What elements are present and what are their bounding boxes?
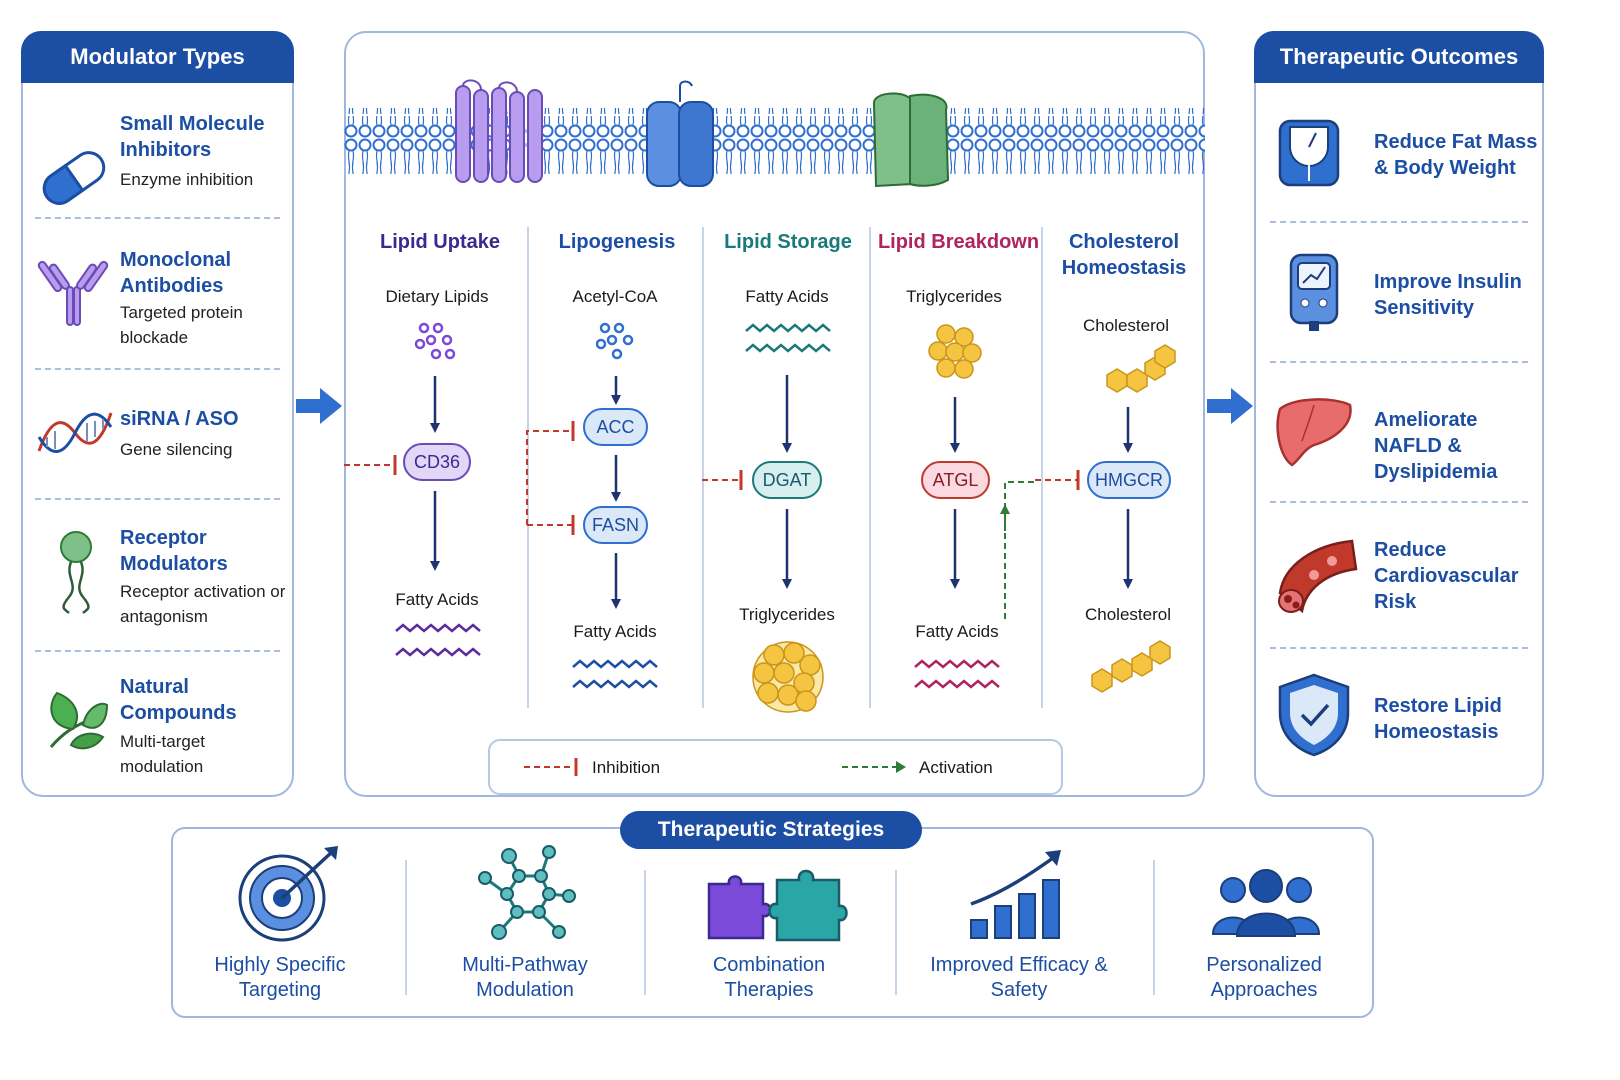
strategy-label: Personalized Approaches	[1206, 954, 1322, 1001]
column-separator	[869, 227, 871, 708]
modulator-title: Monoclonal Antibodies	[120, 249, 232, 297]
modulator-desc: Gene silencing	[120, 440, 233, 459]
legend-activation-label: Activation	[919, 758, 993, 777]
target-icon	[238, 846, 338, 942]
outcome-title: Reduce Cardiovascular Risk	[1374, 539, 1519, 613]
molecule-dots-icon	[414, 322, 456, 360]
column-separator	[1041, 227, 1043, 708]
divider	[1270, 501, 1528, 503]
node-output: Cholesterol	[1085, 605, 1171, 624]
strategy-label: Highly Specific Targeting	[214, 954, 346, 1001]
target-acc: ACC	[583, 408, 648, 446]
column-separator	[405, 860, 407, 995]
target-cd36: CD36	[403, 443, 471, 481]
column-separator	[527, 227, 529, 708]
cell-membrane	[344, 79, 1205, 188]
artery-icon	[1278, 539, 1358, 614]
arrow-right-icon	[1207, 388, 1253, 424]
modulator-types-panel: Modulator Types Small Molecule Inhibitor…	[21, 31, 294, 797]
strategy-label: Multi-Pathway Modulation	[462, 954, 588, 1001]
scale-icon	[1278, 119, 1340, 187]
pathway-title-storage: Lipid Storage	[724, 231, 852, 253]
molecule-dots-icon	[595, 322, 634, 360]
column-separator	[702, 227, 704, 708]
node-input: Fatty Acids	[745, 287, 829, 306]
node-output: Fatty Acids	[573, 622, 657, 641]
target-atgl: ATGL	[921, 461, 990, 499]
modulator-types-header: Modulator Types	[21, 31, 294, 83]
outcome-title: Ameliorate NAFLD & Dyslipidemia	[1374, 409, 1498, 483]
modulator-title: Receptor Modulators	[120, 527, 228, 575]
modulator-desc: Receptor activation or antagonism	[120, 582, 286, 626]
node-input: Dietary Lipids	[385, 287, 489, 306]
outcomes-header: Therapeutic Outcomes	[1254, 31, 1544, 83]
inhibition-legend-icon	[524, 758, 578, 776]
therapeutic-outcomes-panel: Therapeutic Outcomes Reduce Fat Mass & B…	[1254, 31, 1544, 797]
pathway-title-lipogenesis: Lipogenesis	[558, 231, 676, 253]
glucometer-icon	[1289, 253, 1339, 331]
pathway-title-breakdown: Lipid Breakdown	[877, 231, 1040, 253]
growth-chart-icon	[970, 850, 1061, 939]
channel-protein	[646, 80, 714, 187]
target-hmgcr: HMGCR	[1087, 461, 1171, 499]
outcome-title: Improve Insulin Sensitivity	[1374, 271, 1522, 319]
column-separator	[1153, 860, 1155, 995]
liver-icon	[1276, 398, 1352, 467]
dna-icon	[37, 412, 113, 453]
divider	[1270, 361, 1528, 363]
node-input: Cholesterol	[1083, 316, 1169, 335]
strategies-header: Therapeutic Strategies	[620, 811, 922, 849]
transporter-protein	[455, 79, 543, 183]
divider	[1270, 647, 1528, 649]
activation-legend-icon	[842, 761, 906, 773]
node-output: Triglycerides	[739, 605, 835, 624]
strategy-label: Combination Therapies	[712, 954, 826, 1001]
target-dgat: DGAT	[752, 461, 822, 499]
antibody-icon	[37, 260, 109, 326]
modulator-title: siRNA / ASO	[120, 408, 239, 430]
outcome-title: Reduce Fat Mass & Body Weight	[1374, 131, 1538, 179]
receptor-icon	[60, 531, 92, 614]
modulator-desc: Targeted protein blockade	[120, 303, 243, 347]
legend-inhibition-label: Inhibition	[592, 758, 661, 777]
pathway-flow-graphics	[344, 323, 1176, 713]
people-icon	[1211, 869, 1321, 937]
modulator-title: Small Molecule Inhibitors	[120, 113, 265, 161]
divider	[35, 650, 280, 652]
column-separator	[895, 870, 897, 995]
membrane-protein-green	[873, 92, 950, 188]
modulator-desc: Enzyme inhibition	[120, 170, 254, 189]
leaf-icon	[49, 691, 109, 750]
legend-box: Inhibition Activation	[488, 739, 1063, 795]
therapeutic-strategies-panel	[171, 827, 1374, 1018]
node-output: Fatty Acids	[915, 622, 999, 641]
capsule-icon	[42, 151, 106, 205]
node-output: Fatty Acids	[395, 590, 479, 609]
shield-check-icon	[1278, 673, 1350, 757]
pathway-title-uptake: Lipid Uptake	[379, 231, 500, 253]
strategy-label: Improved Efficacy & Safety	[930, 954, 1108, 1001]
divider	[35, 498, 280, 500]
network-icon	[478, 845, 576, 940]
divider	[1270, 221, 1528, 223]
divider	[35, 368, 280, 370]
modulator-title: Natural Compounds	[120, 676, 237, 724]
node-input: Triglycerides	[906, 287, 1002, 306]
column-separator	[644, 870, 646, 995]
modulator-desc: Multi-target modulation	[120, 732, 206, 776]
pathway-title-cholesterol: Cholesterol Homeostasis	[1061, 231, 1187, 279]
target-fasn: FASN	[583, 506, 648, 544]
puzzle-icon	[707, 869, 848, 942]
divider	[35, 217, 280, 219]
arrow-right-icon	[296, 388, 342, 424]
node-input: Acetyl-CoA	[572, 287, 658, 306]
outcome-title: Restore Lipid Homeostasis	[1374, 695, 1502, 743]
